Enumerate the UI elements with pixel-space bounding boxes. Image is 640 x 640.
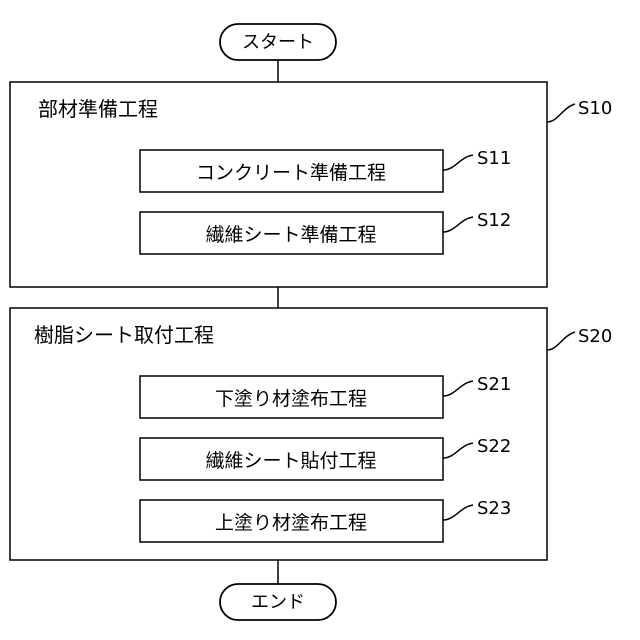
group-title-resin-sheet-mounting: 樹脂シート取付工程 bbox=[34, 323, 214, 347]
end-label: エンド bbox=[251, 592, 305, 613]
step-id-s21: S21 bbox=[477, 374, 511, 395]
leader-curve-s20 bbox=[547, 332, 575, 350]
step-id-s12: S12 bbox=[477, 210, 511, 231]
step-id-s10: S10 bbox=[578, 98, 612, 119]
step-id-s20: S20 bbox=[578, 326, 612, 347]
step-label-s23: 上塗り材塗布工程 bbox=[215, 511, 367, 534]
step-id-s22: S22 bbox=[477, 436, 511, 457]
step-label-s21: 下塗り材塗布工程 bbox=[215, 387, 367, 410]
step-label-s12: 繊維シート準備工程 bbox=[205, 224, 376, 246]
leader-curve-s10 bbox=[547, 104, 575, 122]
step-id-s23: S23 bbox=[477, 498, 511, 519]
step-label-s11: コンクリート準備工程 bbox=[196, 162, 386, 184]
step-label-s22: 繊維シート貼付工程 bbox=[205, 450, 376, 472]
group-title-parts-preparation: 部材準備工程 bbox=[38, 97, 158, 121]
start-label: スタート bbox=[242, 32, 314, 53]
step-id-s11: S11 bbox=[477, 148, 511, 169]
